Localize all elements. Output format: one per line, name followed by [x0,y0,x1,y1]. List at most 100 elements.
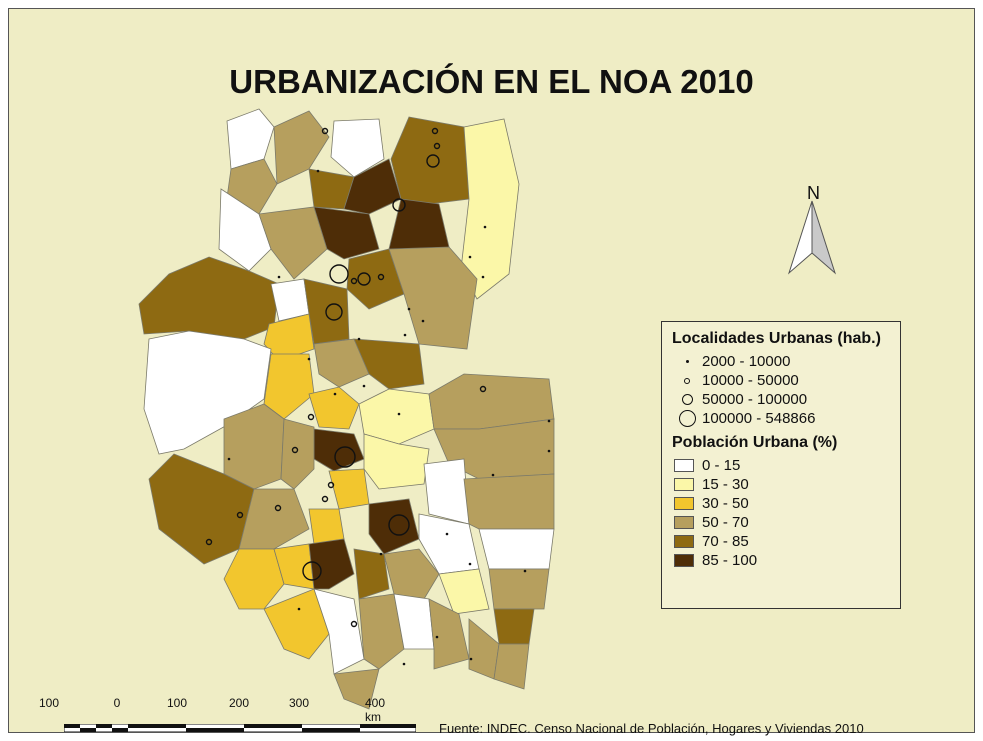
department-region [358,593,405,670]
locality-marker [403,333,407,337]
legend-class-row: 85 - 100 [672,551,900,570]
class-swatch [674,535,694,548]
noa-choropleth-map [138,108,555,710]
department-region [273,110,330,185]
department-region [428,598,470,670]
locality-size-1-icon [685,360,689,363]
department-region [263,353,315,420]
legend-class-label: 15 - 30 [702,476,749,493]
department-region [138,256,280,340]
locality-marker [435,635,439,639]
map-frame: URBANIZACIÓN EN EL NOA 2010 [8,8,975,736]
locality-marker [329,264,349,284]
legend-symbol-label: 2000 - 10000 [702,353,791,370]
legend-symbols-title: Localidades Urbanas (hab.) [672,330,881,347]
department-region [423,458,470,525]
locality-marker [291,446,299,454]
locality-marker [236,511,244,519]
department-region [460,118,520,300]
locality-marker [307,413,315,421]
locality-marker [483,225,487,229]
legend-class-label: 85 - 100 [702,552,758,569]
department-region [383,548,440,600]
locality-marker [274,504,282,512]
locality-marker [407,307,411,311]
department-region [468,618,500,680]
legend-symbol-label: 100000 - 548866 [702,410,816,427]
department-region [463,473,555,530]
locality-marker [421,319,425,323]
locality-marker [333,392,337,396]
locality-marker [316,169,320,173]
locality-marker [350,620,358,628]
locality-marker [357,337,361,341]
department-region [330,118,385,178]
department-region [270,278,310,322]
legend-class-row: 15 - 30 [672,475,900,494]
department-region [313,206,380,260]
department-region [390,116,470,205]
legend-class-row: 70 - 85 [672,532,900,551]
scale-label: 0 [113,696,121,710]
department-region [148,453,255,565]
scale-bar [64,724,416,732]
scale-label: 200 [228,696,250,710]
locality-marker [377,273,385,281]
department-region [223,403,285,490]
locality-marker [277,275,281,279]
locality-marker [302,561,322,581]
scale-label: 100 [38,696,60,710]
department-region [493,643,530,690]
department-region [346,248,405,310]
department-region [313,338,370,388]
locality-marker [397,412,401,416]
department-region [226,108,275,170]
legend-symbol-label: 50000 - 100000 [702,391,808,408]
locality-marker [479,385,487,393]
department-region [488,568,550,610]
locality-marker [379,552,383,556]
department-region [368,498,420,555]
scale-label: 100 [166,696,188,710]
locality-marker [334,446,356,468]
locality-marker [350,277,358,285]
locality-size-4-icon [678,410,696,427]
class-swatch [674,516,694,529]
locality-marker [388,514,410,536]
scale-label: 300 [288,696,310,710]
locality-size-3-icon [681,394,693,405]
locality-marker [431,127,439,135]
department-region [438,568,490,615]
class-swatch [674,459,694,472]
source-note: Fuente: INDEC. Censo Nacional de Poblaci… [439,721,864,736]
north-label: N [807,183,820,203]
department-region [308,508,345,545]
map-title: URBANIZACIÓN EN EL NOA 2010 [229,63,754,100]
legend-class-label: 50 - 70 [702,514,749,531]
department-region [333,668,380,710]
legend-symbol-row: 2000 - 10000 [672,352,900,371]
locality-marker [547,449,551,453]
department-region [343,158,402,215]
locality-marker [469,657,473,661]
legend-class-label: 30 - 50 [702,495,749,512]
department-region [218,188,272,272]
legend-symbol-row: 50000 - 100000 [672,390,900,409]
department-region [223,548,285,610]
department-region [308,538,355,590]
locality-marker [468,562,472,566]
locality-marker [392,198,406,212]
locality-marker [362,384,366,388]
locality-size-2-icon [684,377,690,384]
locality-marker [327,481,335,489]
department-region [328,468,370,510]
locality-marker [491,473,495,477]
legend-classes-title: Población Urbana (%) [672,434,838,451]
locality-marker [325,303,343,321]
class-swatch [674,478,694,491]
legend-class-row: 0 - 15 [672,456,900,475]
locality-marker [357,272,371,286]
locality-marker [523,569,527,573]
department-region [493,608,535,645]
department-region [353,548,390,600]
